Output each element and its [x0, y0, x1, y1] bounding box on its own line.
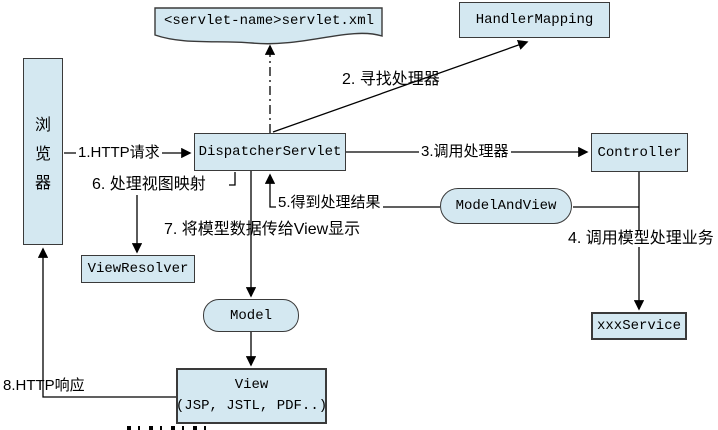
step-5-result-label: 5.得到处理结果 [276, 194, 383, 211]
node-view: View (JSP, JSTL, PDF..) [176, 368, 327, 424]
step-7-pass-model-to-view-label: 7. 将模型数据传给View显示 [164, 221, 361, 238]
node-servlet-xml-label: <servlet-name>servlet.xml [163, 13, 375, 29]
view-sublabel: (JSP, JSTL, PDF..) [175, 398, 328, 414]
node-controller: Controller [591, 133, 688, 172]
xxx-service-label: xxxService [596, 318, 681, 334]
browser-label-char: 器 [34, 174, 51, 192]
document-shape [154, 7, 383, 45]
step-4-invoke-model-label: 4. 调用模型处理业务 [566, 230, 716, 247]
node-model: Model [203, 299, 299, 332]
node-xxx-service: xxxService [591, 312, 687, 340]
node-view-resolver: ViewResolver [81, 255, 195, 283]
view-label: View [234, 377, 269, 393]
step-2-find-handler-label: 2. 寻找处理器 [342, 71, 440, 88]
view-resolver-label: ViewResolver [87, 261, 189, 277]
node-model-and-view: ModelAndView [440, 188, 572, 224]
handler-mapping-label: HandlerMapping [475, 12, 594, 28]
node-browser: 浏 览 器 [23, 58, 63, 245]
model-and-view-label: ModelAndView [455, 198, 557, 214]
step-3-invoke-handler-label: 3.调用处理器 [419, 143, 511, 160]
cutoff-text-fragment [127, 426, 215, 430]
controller-label: Controller [597, 144, 682, 161]
step-1-http-request-label: 1.HTTP请求 [76, 144, 162, 161]
model-label: Model [229, 307, 272, 324]
step-6-view-mapping-label: 6. 处理视图映射 [92, 176, 206, 193]
dispatcher-servlet-label: DispatcherServlet [198, 144, 342, 160]
browser-label-char: 览 [34, 145, 51, 163]
node-dispatcher-servlet: DispatcherServlet [194, 133, 346, 171]
step-8-http-response-label: 8.HTTP响应 [3, 377, 85, 394]
browser-label-char: 浏 [34, 116, 51, 134]
node-handler-mapping: HandlerMapping [459, 2, 610, 38]
